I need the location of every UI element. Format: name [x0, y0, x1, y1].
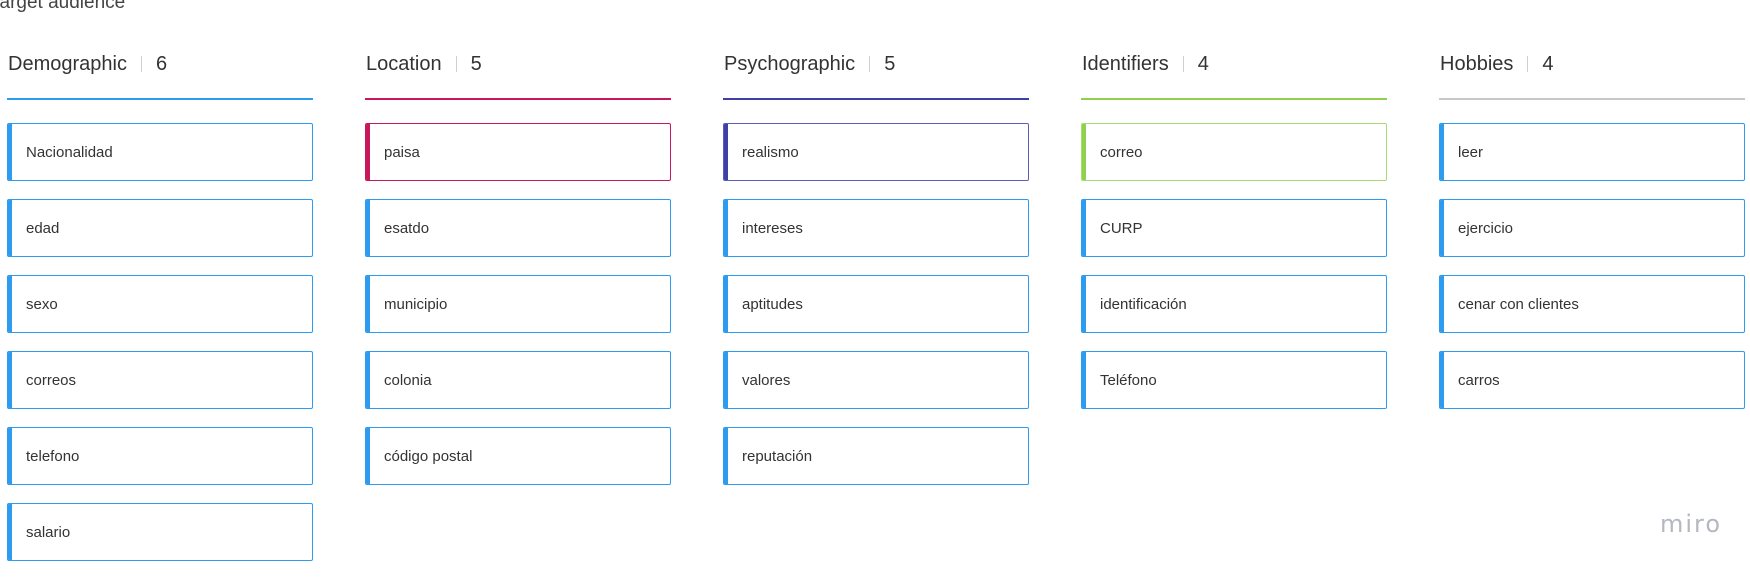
card[interactable]: correo	[1081, 123, 1387, 181]
card-text: ejercicio	[1458, 219, 1514, 237]
card[interactable]: valores	[723, 351, 1029, 409]
card-text: salario	[26, 523, 71, 541]
card-text: identificación	[1100, 295, 1187, 313]
card[interactable]: telefono	[7, 427, 313, 485]
card[interactable]: salario	[7, 503, 313, 561]
card-text: valores	[742, 371, 791, 389]
card[interactable]: colonia	[365, 351, 671, 409]
column-title: Psychographic	[724, 53, 856, 75]
card[interactable]: edad	[7, 199, 313, 257]
card-text: sexo	[26, 295, 58, 313]
column-hobbies: Hobbies 4 leer ejercicio cenar con clientes c…	[1439, 52, 1745, 409]
card[interactable]: aptitudes	[723, 275, 1029, 333]
card[interactable]: leer	[1439, 123, 1745, 181]
card-text: Teléfono	[1100, 371, 1157, 389]
card[interactable]: carros	[1439, 351, 1745, 409]
board-title: Target audience	[0, 0, 126, 13]
card-text: correo	[1100, 143, 1143, 161]
column-card-count: 4	[1542, 53, 1554, 75]
card[interactable]: intereses	[723, 199, 1029, 257]
column-color-line	[365, 98, 671, 100]
card[interactable]: esatdo	[365, 199, 671, 257]
column-header[interactable]: Identifiers 4	[1081, 52, 1387, 92]
card-text: reputación	[742, 447, 813, 465]
card-text: carros	[1458, 371, 1500, 389]
card-list: paisa esatdo municipio colonia código postal	[365, 123, 671, 503]
column-title: Hobbies	[1440, 53, 1514, 75]
card[interactable]: Nacionalidad	[7, 123, 313, 181]
card-text: municipio	[384, 295, 448, 313]
card[interactable]: identificación	[1081, 275, 1387, 333]
column-card-count: 4	[1197, 53, 1209, 75]
card[interactable]: municipio	[365, 275, 671, 333]
column-color-line	[723, 98, 1029, 100]
card-list: realismo intereses aptitudes valores reputac…	[723, 123, 1029, 503]
card[interactable]: sexo	[7, 275, 313, 333]
column-title: Demographic	[8, 53, 127, 75]
column-color-line	[1081, 98, 1387, 100]
card[interactable]: CURP	[1081, 199, 1387, 257]
column-header[interactable]: Psychographic 5	[723, 52, 1029, 92]
card-text: cenar con clientes	[1458, 295, 1579, 313]
card[interactable]: Teléfono	[1081, 351, 1387, 409]
card-list: Nacionalidad edad sexo correos telefono salar…	[7, 123, 313, 579]
card[interactable]: ejercicio	[1439, 199, 1745, 257]
card-text: CURP	[1100, 219, 1143, 237]
card-text: leer	[1458, 143, 1484, 161]
card-text: edad	[26, 219, 60, 237]
card[interactable]: correos	[7, 351, 313, 409]
card-text: telefono	[26, 447, 80, 465]
card-text: Nacionalidad	[26, 143, 113, 161]
card-text: realismo	[742, 143, 799, 161]
column-header[interactable]: Hobbies 4	[1439, 52, 1745, 92]
column-header[interactable]: Location 5	[365, 52, 671, 92]
card-text: correos	[26, 371, 77, 389]
card-text: esatdo	[384, 219, 430, 237]
miro-logo: miro	[1660, 510, 1723, 538]
card-text: intereses	[742, 219, 803, 237]
card[interactable]: código postal	[365, 427, 671, 485]
column-title: Location	[366, 53, 442, 75]
card[interactable]: realismo	[723, 123, 1029, 181]
card[interactable]: paisa	[365, 123, 671, 181]
card-text: código postal	[384, 447, 473, 465]
card[interactable]: reputación	[723, 427, 1029, 485]
column-header-divider	[1182, 56, 1184, 72]
column-header-divider	[1527, 56, 1529, 72]
card-list: leer ejercicio cenar con clientes carros	[1439, 123, 1745, 427]
card-text: paisa	[384, 143, 420, 161]
column-card-count: 5	[884, 53, 896, 75]
column-color-line	[7, 98, 313, 100]
column-header-divider	[455, 56, 457, 72]
column-psychographic: Psychographic 5 realismo intereses aptitudes…	[723, 52, 1029, 485]
column-header[interactable]: Demographic 6	[7, 52, 313, 92]
column-title: Identifiers	[1082, 53, 1169, 75]
card-text: colonia	[384, 371, 432, 389]
column-location: Location 5 paisa esatdo municipio colonia códi…	[365, 52, 671, 485]
column-card-count: 5	[470, 53, 482, 75]
column-header-divider	[140, 56, 142, 72]
column-header-divider	[869, 56, 871, 72]
column-color-line	[1439, 98, 1745, 100]
column-card-count: 6	[155, 53, 168, 75]
card[interactable]: cenar con clientes	[1439, 275, 1745, 333]
card-text: aptitudes	[742, 295, 803, 313]
